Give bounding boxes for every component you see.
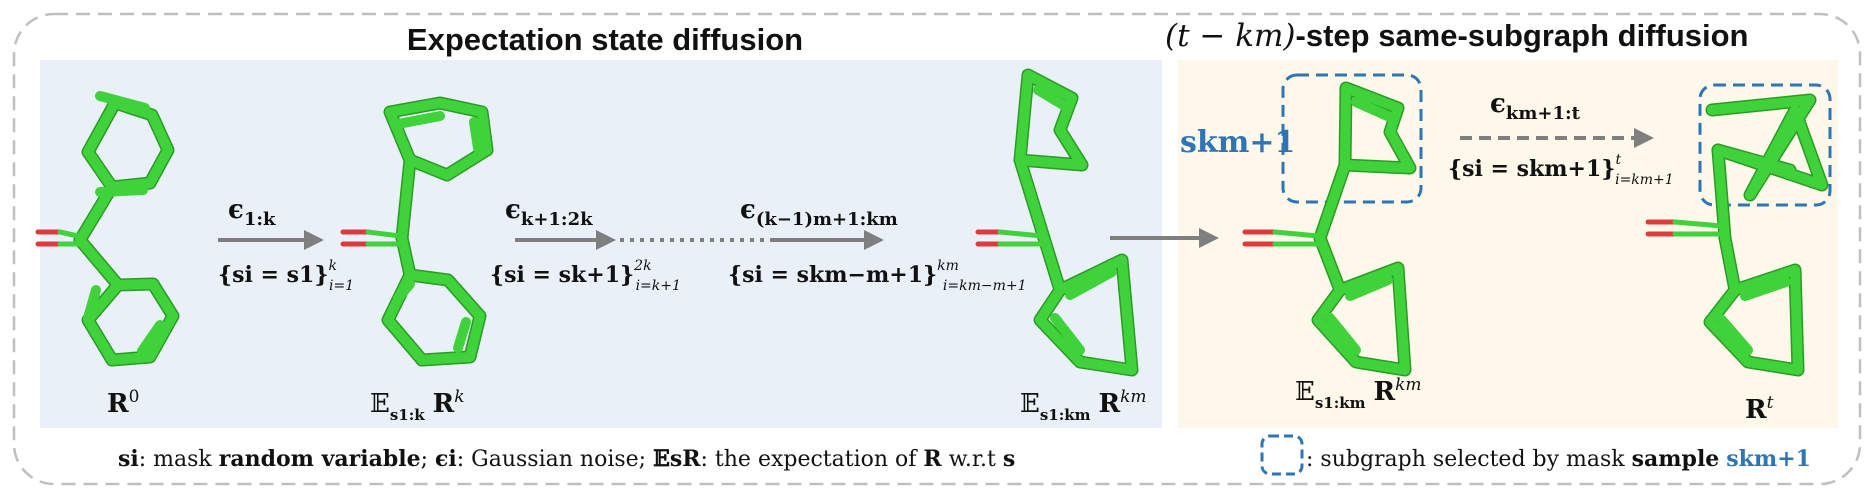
molecule-r0 (35, 91, 180, 367)
eps-step-2-symbol: ϵ (505, 195, 521, 225)
eps-step-3-symbol: ϵ (740, 195, 756, 225)
cond-step-2-sub: i=k+1 (636, 278, 681, 294)
cond-step-4-sup: t (1615, 152, 1621, 168)
legend-left-p7: 𝔼sR (653, 446, 701, 472)
legend-left-p2: : mask (139, 447, 219, 472)
molecule-rkm-right (1242, 81, 1417, 377)
legend-left-p10: w.r.t (942, 447, 1003, 472)
cond-step-1-sub: i=1 (329, 278, 354, 294)
eps-step-2: ϵk+1:2k (505, 195, 593, 230)
label-rkm-right-prefix: 𝔼 (1295, 377, 1315, 407)
eps-step-2-sub: k+1:2k (521, 209, 593, 230)
mask-label: skm+1 (1180, 125, 1295, 160)
legend-right-p2: sample (1632, 446, 1720, 472)
cond-step-2-sup: 2k (633, 258, 651, 274)
label-rkm-left: 𝔼s1:km Rkm (1020, 387, 1147, 424)
cond-step-3-sub: i=km−m+1 (943, 278, 1027, 294)
legend-right-p1: : subgraph selected by mask (1306, 447, 1632, 472)
label-rkm-right: 𝔼s1:km Rkm (1295, 375, 1422, 412)
cond-step-2-main: {si = sk+1} (490, 262, 634, 288)
label-r0-sup: 0 (129, 387, 140, 407)
molecule-rt (1645, 93, 1829, 377)
legend-left-p5: ϵi (435, 446, 457, 472)
eps-step-3: ϵ(k−1)m+1:km (740, 195, 898, 230)
right-title: (t − km)-step same-subgraph diffusion (1165, 18, 1749, 54)
legend-left-p4: ; (421, 447, 435, 472)
label-rkm-right-main: R (1374, 377, 1396, 407)
label-rt-main: R (1745, 395, 1767, 425)
label-rkm-right-sup: km (1395, 375, 1421, 395)
legend-right-p3: skm+1 (1726, 446, 1811, 472)
label-rk: 𝔼s1:k Rk (370, 387, 465, 424)
legend-right-space (1719, 447, 1726, 472)
label-rk-sup: k (454, 387, 464, 407)
cond-step-1-sup: k (328, 258, 336, 274)
cond-step-3-main: {si = skm−m+1} (728, 262, 937, 288)
mask-box-1 (1281, 73, 1423, 204)
label-r0-main: R (107, 389, 129, 419)
cond-step-2: {si = sk+1}2k i=k+1 (490, 258, 681, 294)
legend-left-p9: R (923, 446, 942, 472)
label-rkm-left-main: R (1099, 389, 1121, 419)
label-rt: Rt (1745, 393, 1774, 425)
legend-left-p6: : Gaussian noise; (457, 447, 653, 472)
label-rk-sub: s1:k (390, 406, 425, 424)
outer-frame (12, 12, 1862, 486)
label-rk-main: R (433, 389, 455, 419)
label-rkm-left-prefix: 𝔼 (1020, 389, 1040, 419)
legend-left-p8: : the expectation of (701, 447, 924, 472)
right-title-var: (t − km) (1165, 18, 1296, 54)
eps-step-4: ϵkm+1:t (1490, 89, 1581, 124)
label-rt-sup: t (1767, 393, 1774, 413)
legend-right: : subgraph selected by mask sample skm+1 (1306, 446, 1811, 472)
eps-step-3-sub: (k−1)m+1:km (756, 209, 898, 230)
cond-step-1: {si = s1}k i=1 (218, 258, 354, 294)
legend-mask-box (1260, 434, 1304, 476)
cond-step-4-main: {si = skm+1} (1448, 156, 1615, 182)
eps-step-1: ϵ1:k (228, 195, 276, 230)
mask-box-2 (1698, 83, 1832, 207)
eps-step-4-sub: km+1:t (1506, 103, 1581, 124)
cond-step-4-sub: i=km+1 (1615, 172, 1674, 188)
eps-step-1-symbol: ϵ (228, 195, 244, 225)
label-rkm-left-sup: km (1120, 387, 1146, 407)
cond-step-4: {si = skm+1}t i=km+1 (1448, 152, 1674, 188)
legend-left-p3: random variable (219, 446, 421, 472)
label-rkm-left-sub: s1:km (1040, 406, 1091, 424)
legend-left-p1: si (118, 446, 139, 472)
legend-left: si: mask random variable; ϵi: Gaussian n… (118, 446, 1015, 472)
left-title: Expectation state diffusion (407, 22, 803, 57)
right-title-rest: -step same-subgraph diffusion (1296, 18, 1749, 53)
molecule-rk (340, 96, 494, 367)
eps-step-4-symbol: ϵ (1490, 89, 1506, 119)
eps-step-1-sub: 1:k (244, 209, 276, 230)
cond-step-1-main: {si = s1} (218, 262, 328, 288)
cond-step-3: {si = skm−m+1}km i=km−m+1 (728, 258, 1027, 294)
mask-label-text: skm+1 (1180, 125, 1295, 160)
cond-step-3-sup: km (937, 258, 959, 274)
label-rkm-right-sub: s1:km (1315, 394, 1366, 412)
molecule-rkm-left (975, 68, 1139, 377)
legend-left-p11: s (1003, 446, 1015, 472)
label-r0: R0 (107, 387, 139, 419)
label-rk-prefix: 𝔼 (370, 389, 390, 419)
